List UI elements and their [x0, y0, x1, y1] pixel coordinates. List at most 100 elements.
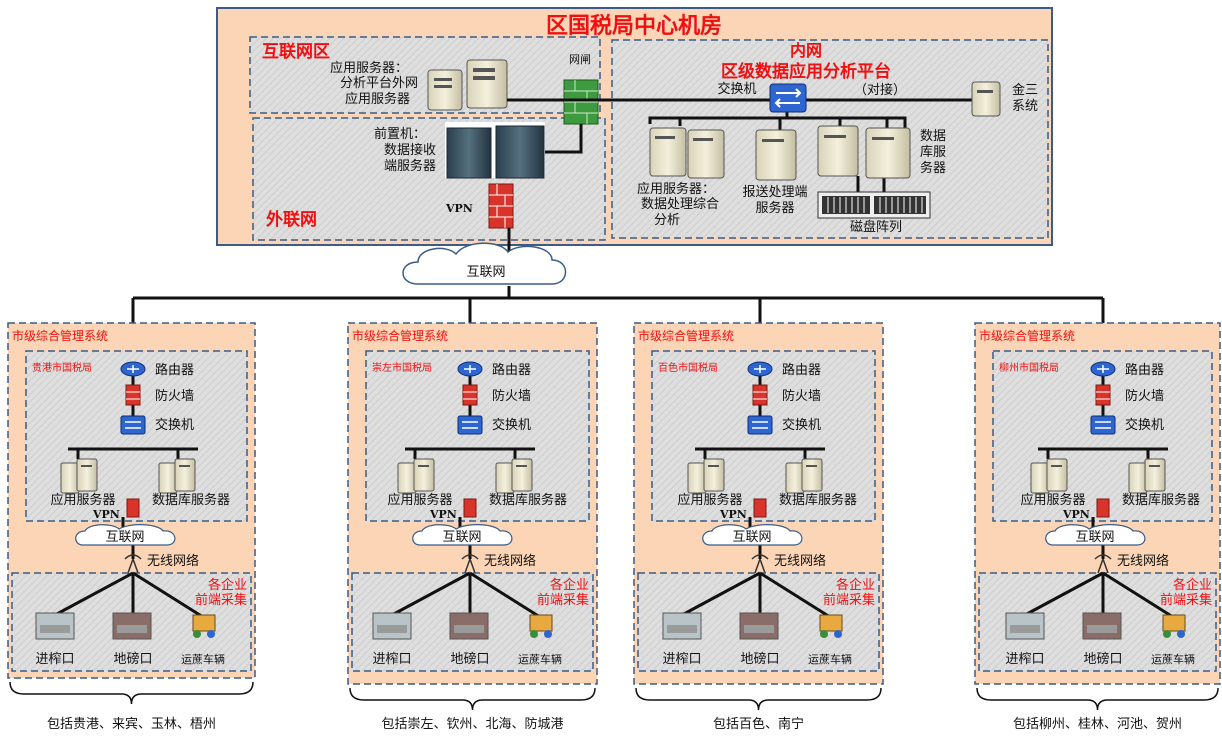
internet-app-server-icon [427, 59, 508, 111]
city-bureau-label: 百色市国税局 [658, 361, 718, 374]
vpn-firewall-icon [463, 498, 477, 518]
router-icon [120, 361, 146, 377]
app-server-icon [1030, 458, 1068, 494]
firewall-label: 防火墙 [492, 388, 531, 404]
city-internet-cloud [412, 524, 513, 546]
coverage-label: 包括崇左、钦州、北海、防城港 [381, 716, 563, 732]
weighbridge-label: 地磅口 [113, 651, 152, 667]
wireless-label: 无线网络 [774, 553, 826, 569]
switch-label: 交换机 [492, 417, 531, 433]
city-internet-label: 互联网 [1075, 530, 1114, 545]
router-label: 路由器 [1125, 362, 1164, 378]
wireless-label: 无线网络 [147, 553, 199, 569]
app-server-label-3: 应用服务器 [345, 91, 410, 107]
backbone-bus [131, 286, 1105, 362]
entrance-label: 进榨口 [1005, 651, 1044, 667]
router-icon [747, 361, 773, 377]
app-server-icon [687, 458, 725, 494]
entrance-photo-icon [662, 612, 702, 640]
jinsan-label-2: 系统 [1012, 99, 1038, 114]
wireless-label: 无线网络 [1117, 553, 1169, 569]
entrance-photo-icon [372, 612, 412, 640]
city-bureau-label: 崇左市国税局 [372, 361, 432, 374]
city-internet-cloud [75, 524, 176, 546]
entrance-label: 进榨口 [372, 651, 411, 667]
enterprise-label-1: 各企业 [1173, 577, 1212, 593]
truck-icon [1162, 614, 1186, 638]
internet-zone-title: 互联网区 [262, 42, 330, 62]
vehicle-label: 运蔗车辆 [1151, 652, 1195, 666]
app-server2-label-3: 分析 [654, 213, 680, 228]
vpn-label: VPN [1062, 508, 1090, 521]
weighbridge-photo-icon [112, 612, 152, 640]
wireless-label: 无线网络 [484, 553, 536, 569]
terminal-links [681, 571, 831, 619]
db-server-label: 数据库服务器 [152, 492, 230, 508]
db-server-label: 数据库服务器 [489, 492, 567, 508]
jinsan-server-icon [971, 81, 1001, 117]
vpn-firewall-icon [126, 498, 140, 518]
external-net-box [252, 117, 606, 241]
enterprise-label-2: 前端采集 [195, 592, 247, 608]
firewall-icon [125, 384, 141, 406]
center-switch-icon [769, 83, 807, 113]
city-system-label: 市级综合管理系统 [12, 328, 108, 343]
router-icon [457, 361, 483, 377]
city-internet-cloud [702, 524, 803, 546]
city-system-label: 市级综合管理系统 [638, 328, 734, 343]
switch-icon [457, 415, 483, 435]
firewall-icon [462, 384, 478, 406]
center-switch-label: 交换机 [717, 81, 756, 97]
terminal-links [54, 571, 204, 619]
city-bureau-label: 贵港市国税局 [32, 361, 92, 374]
jinsan-label-1: 金三 [1012, 82, 1038, 98]
terminal-links [1024, 571, 1174, 619]
entrance-photo-icon [35, 612, 75, 640]
enterprise-label-2: 前端采集 [537, 592, 589, 608]
router-icon [1090, 361, 1116, 377]
internet-cloud-label: 互联网 [466, 265, 505, 280]
city-panel: 市级综合管理系统贵港市国税局路由器防火墙交换机应用服务器数据库服务器VPN互联网… [7, 322, 256, 732]
wireless-antenna-icon [124, 554, 142, 574]
entrance-label: 进榨口 [662, 651, 701, 667]
enterprise-label-1: 各企业 [836, 577, 875, 593]
firewall-label: 防火墙 [782, 388, 821, 404]
dock-label: （对接） [854, 82, 906, 98]
db-server-icon [1128, 458, 1166, 494]
router-label: 路由器 [492, 362, 531, 378]
report-server-icon [755, 129, 797, 181]
vpn-label: VPN [429, 508, 457, 521]
switch-icon [747, 415, 773, 435]
city-internet-cloud [1045, 524, 1146, 546]
city-internet-label: 互联网 [732, 530, 771, 545]
disk-array-label: 磁盘阵列 [850, 219, 902, 235]
db-server-icon [785, 458, 823, 494]
app-server-label-2: 分析平台外网 [340, 76, 418, 91]
app-server2-label-2: 数据处理综合 [641, 197, 719, 212]
vpn-label: VPN [719, 508, 747, 521]
app-server-label-1: 应用服务器： [330, 60, 408, 76]
report-server-label-2: 服务器 [755, 200, 794, 216]
gateway-icon [563, 79, 599, 125]
entrance-label: 进榨口 [35, 651, 74, 667]
coverage-brace [635, 687, 882, 711]
vehicle-label: 运蔗车辆 [181, 652, 225, 666]
city-internet-label: 互联网 [442, 530, 481, 545]
vpn-label: VPN [92, 508, 120, 521]
weighbridge-label: 地磅口 [450, 651, 489, 667]
app-server-icon [397, 458, 435, 494]
app-server-label: 应用服务器 [677, 492, 742, 508]
center-title: 区国税局中心机房 [546, 13, 722, 39]
switch-label: 交换机 [782, 417, 821, 433]
coverage-label: 包括贵港、来宾、玉林、梧州 [47, 716, 216, 732]
entrance-photo-icon [1005, 612, 1045, 640]
vehicle-label: 运蔗车辆 [808, 652, 852, 666]
firewall-icon [752, 384, 768, 406]
front-machine-label-2: 数据接收 [384, 142, 436, 158]
gateway-label: 网闸 [569, 53, 591, 66]
truck-icon [819, 614, 843, 638]
wireless-antenna-icon [751, 554, 769, 574]
city-system-label: 市级综合管理系统 [979, 328, 1075, 343]
app-server2-label-1: 应用服务器： [637, 181, 715, 197]
